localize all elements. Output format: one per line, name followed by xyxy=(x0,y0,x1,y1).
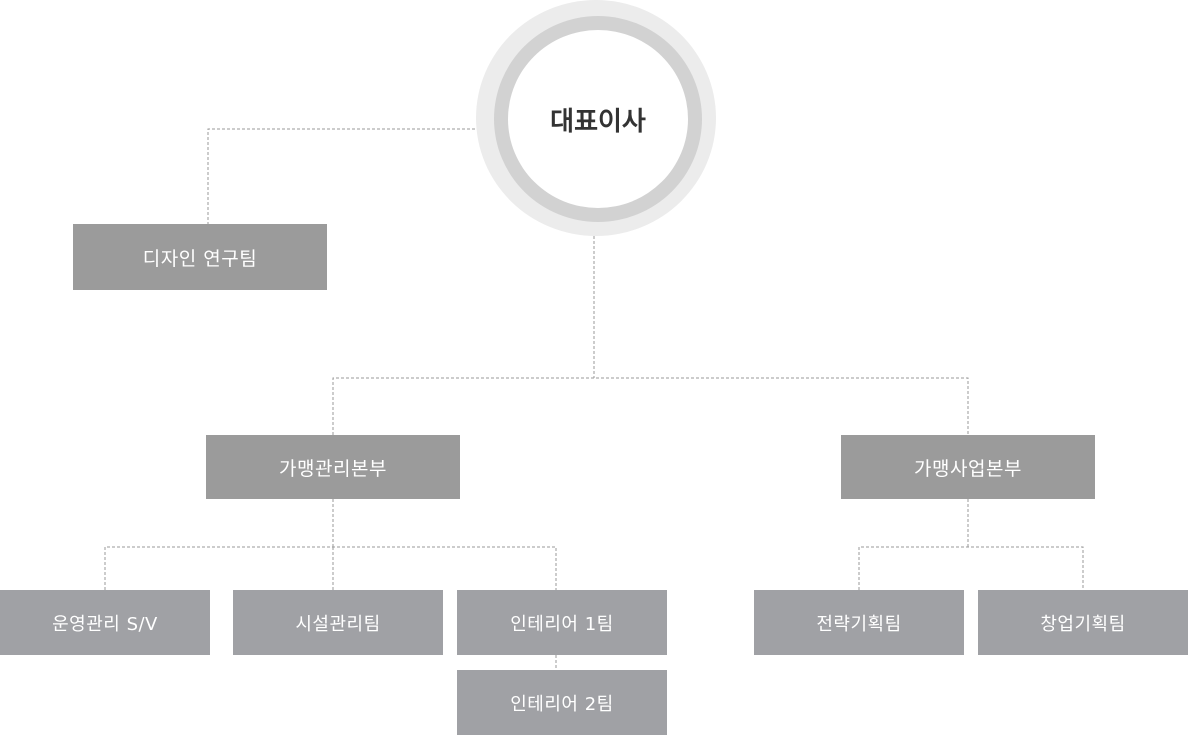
franchise-business-label: 가맹사업본부 xyxy=(914,457,1022,480)
startup-planning-team-node: 창업기획팀 xyxy=(978,590,1188,655)
connector-fb-team-bus xyxy=(858,546,1084,590)
strategy-planning-team-label: 전략기획팀 xyxy=(816,613,902,635)
interior-2-team-node: 인테리어 2팀 xyxy=(457,670,667,735)
connector-fm-team-bus xyxy=(104,546,557,590)
ceo-node: 대표이사 xyxy=(508,30,688,208)
franchise-management-node: 가맹관리본부 xyxy=(206,435,460,499)
design-team-label: 디자인 연구팀 xyxy=(142,247,258,270)
facility-team-node: 시설관리팀 xyxy=(233,590,443,655)
ceo-label: 대표이사 xyxy=(550,106,646,137)
operations-sv-label: 운영관리 S/V xyxy=(52,613,158,635)
connector-division-bus xyxy=(332,377,969,435)
interior-1-team-label: 인테리어 1팀 xyxy=(510,613,614,635)
operations-sv-node: 운영관리 S/V xyxy=(0,590,210,655)
interior-1-team-node: 인테리어 1팀 xyxy=(457,590,667,655)
facility-team-label: 시설관리팀 xyxy=(295,613,381,635)
design-team-node: 디자인 연구팀 xyxy=(73,224,327,290)
franchise-management-label: 가맹관리본부 xyxy=(279,457,387,480)
interior-2-team-label: 인테리어 2팀 xyxy=(510,693,614,715)
strategy-planning-team-node: 전략기획팀 xyxy=(754,590,964,655)
startup-planning-team-label: 창업기획팀 xyxy=(1040,613,1126,635)
connector-ceo-design xyxy=(207,128,480,224)
franchise-business-node: 가맹사업본부 xyxy=(841,435,1095,499)
